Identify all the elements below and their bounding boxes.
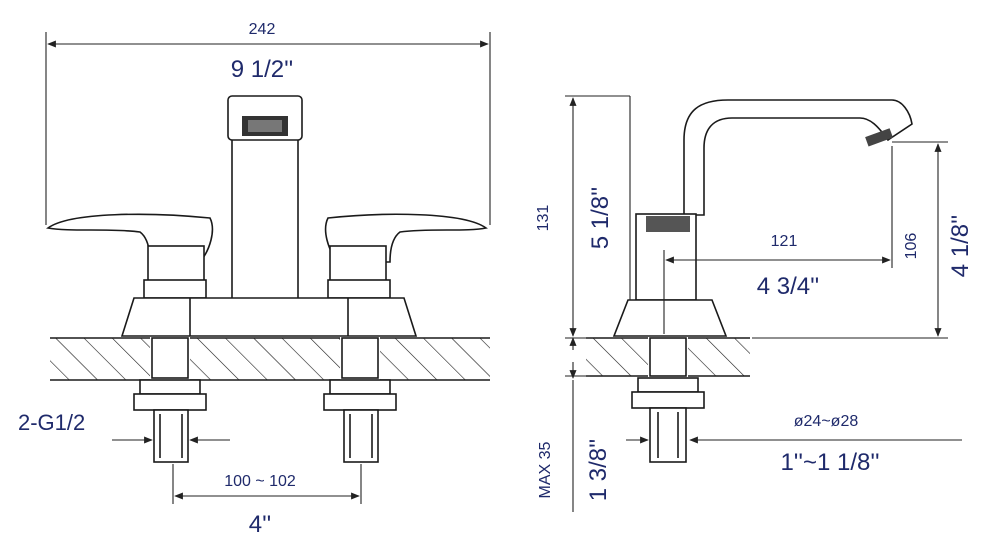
- center-spacing-in-label: 4'': [249, 511, 272, 538]
- right-handle: [324, 213, 488, 299]
- hole-dia-mm-label: ø24~ø28: [794, 413, 859, 430]
- front-spout: [227, 95, 303, 301]
- front-base: [120, 297, 418, 337]
- height-in-label: 5 1/8'': [587, 187, 614, 250]
- reach-mm-label: 121: [771, 233, 798, 250]
- reach-dimension: [663, 146, 893, 334]
- deck-max-in-label: 1 3/8'': [585, 439, 612, 502]
- deck-thickness-dimension: [565, 337, 590, 512]
- left-shank: [133, 337, 207, 463]
- deck-max-mm-label: MAX 35: [537, 441, 554, 498]
- center-spacing-dimension: [172, 464, 362, 504]
- front-view: 242 9 1/2'': [18, 21, 491, 538]
- side-body: [612, 213, 728, 337]
- overall-width-in-label: 9 1/2'': [231, 56, 294, 83]
- overall-width-mm-label: 242: [249, 21, 276, 38]
- front-countertop: [50, 337, 490, 381]
- spout-height-in-label: 4 1/8'': [947, 215, 974, 278]
- side-spout: [683, 99, 913, 216]
- spout-height-dimension: [752, 141, 948, 339]
- connection-label: 2-G1/2: [18, 410, 85, 435]
- side-view: 131 5 1/8'' 121 4 3/4'' 106 4 1/8'' MAX …: [535, 95, 974, 512]
- left-handle: [46, 213, 214, 299]
- height-dimension: [565, 95, 631, 339]
- reach-in-label: 4 3/4'': [757, 273, 820, 300]
- center-spacing-mm-label: 100 ~ 102: [224, 473, 296, 490]
- right-shank: [323, 337, 397, 463]
- overall-width-dimension: [45, 32, 491, 225]
- height-mm-label: 131: [535, 205, 552, 232]
- side-shank: [631, 337, 705, 463]
- spout-height-mm-label: 106: [903, 233, 920, 260]
- hole-dia-in-label: 1''~1 1/8'': [780, 449, 879, 476]
